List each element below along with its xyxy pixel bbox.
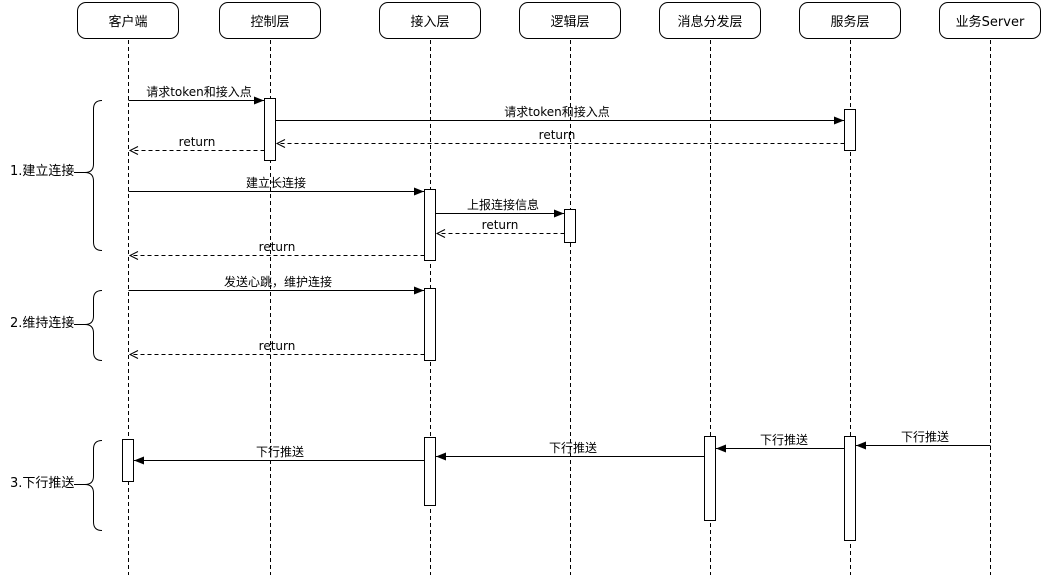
message-label-9: 发送心跳，维护连接 [223,275,333,289]
section-bracket-2 [74,290,103,361]
message-label-5: 建立长连接 [245,176,307,190]
message-label-2: 请求token和接入点 [504,105,610,119]
actor-label: 业务Server [955,15,1025,30]
section-label-2: 2.维持连接 [10,316,75,331]
section-bracket-1 [74,100,103,251]
activation-control-layer [264,98,276,161]
message-arrows [128,96,991,465]
actor-label: 服务层 [830,15,870,30]
activation-client [122,439,134,482]
actor-access-layer: 接入层 [379,2,481,39]
activation-service-layer-1 [844,109,856,151]
message-label-1: 请求token和接入点 [146,85,252,99]
actor-service-layer: 服务层 [799,2,901,39]
actor-label: 消息分发层 [677,15,743,30]
message-label-14: 下行推送 [255,445,305,459]
activation-bars [122,98,856,541]
actor-control-layer: 控制层 [219,2,321,39]
section-label-3: 3.下行推送 [10,476,75,491]
actor-message-dispatch-layer: 消息分发层 [659,2,761,39]
actor-business-server: 业务Server [939,2,1041,39]
message-label-6: 上报连接信息 [466,198,540,212]
section-bracket-3 [74,440,103,531]
section-label-1: 1.建立连接 [10,164,75,179]
activation-access-layer-1 [424,189,436,261]
message-label-8: return [258,240,296,254]
actor-label: 客户端 [108,15,148,30]
message-label-7: return [481,218,519,232]
actor-logic-layer: 逻辑层 [519,2,621,39]
activation-access-layer-2 [424,288,436,361]
message-label-3: return [538,128,576,142]
section-brackets [74,100,103,531]
activation-dispatch-layer [704,436,716,521]
message-label-11: 下行推送 [900,430,950,444]
actor-client: 客户端 [77,2,179,39]
message-label-10: return [258,339,296,353]
actor-label: 接入层 [410,15,450,30]
activation-service-layer-2 [844,436,856,541]
message-label-4: return [178,135,216,149]
message-label-12: 下行推送 [759,433,809,447]
activation-logic-layer [564,209,576,243]
actor-label: 控制层 [250,15,290,30]
actor-label: 逻辑层 [550,15,590,30]
activation-access-layer-3 [424,437,436,506]
message-label-13: 下行推送 [548,441,598,455]
